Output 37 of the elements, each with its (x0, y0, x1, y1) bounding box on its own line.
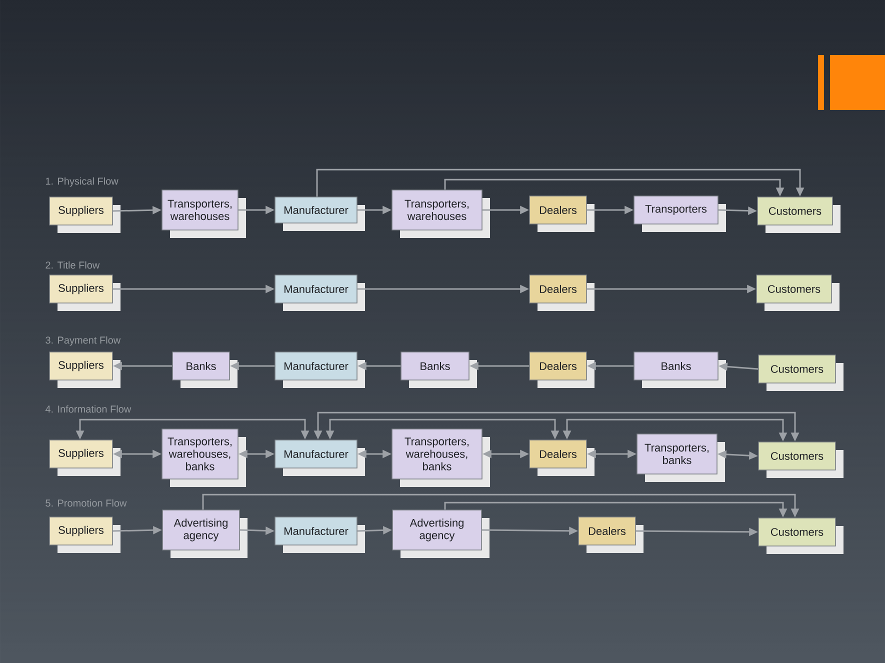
flow-box: Manufacturer (274, 274, 365, 311)
flow-box: Transporters, warehouses (162, 190, 246, 238)
flow-box: Suppliers (49, 352, 120, 388)
flow-box: Suppliers (49, 274, 120, 311)
flow-box: Dealers (529, 274, 594, 311)
row-label: 5. Promotion Flow (46, 499, 127, 507)
row-label: 4. Information Flow (45, 405, 132, 413)
flow-box: Customers (758, 518, 844, 554)
flow-box: Suppliers (49, 440, 120, 476)
flow-box: Banks (172, 352, 238, 388)
flow-box: Dealers (578, 516, 644, 553)
flow-box: Transporters, warehouses, banks (162, 428, 246, 487)
flow-box: Manufacturer (274, 516, 365, 553)
arrow (316, 168, 804, 197)
flow-box: Transporters (634, 196, 726, 232)
flow-box: Banks (634, 352, 726, 388)
flow-box: Transporters, banks (636, 434, 725, 482)
flow-box: Suppliers (49, 196, 120, 233)
flow-box: Transporters, warehouses (392, 190, 490, 238)
row-label: 2. Title Flow (46, 261, 100, 269)
flow-box: Manufacturer (274, 440, 365, 476)
flow-box: Advertising agency (392, 510, 490, 558)
flow-box: Transporters, warehouses, banks (392, 428, 490, 487)
flow-box: Manufacturer (274, 196, 365, 231)
flow-box: Suppliers (49, 516, 120, 553)
flow-box: Customers (758, 354, 844, 391)
flow-box: Dealers (529, 440, 594, 476)
row-label: 3. Payment Flow (46, 336, 121, 346)
flow-box: Dealers (529, 196, 594, 232)
flow-box: Customers (757, 196, 840, 233)
flow-box: Banks (400, 352, 477, 388)
row-label: 1. Physical Flow (46, 177, 118, 187)
flow-box: Dealers (529, 352, 594, 388)
flow-box: Customers (758, 442, 844, 478)
flow-box: Manufacturer (274, 352, 365, 388)
flow-box: Advertising agency (162, 510, 248, 558)
flow-box: Customers (756, 274, 840, 311)
